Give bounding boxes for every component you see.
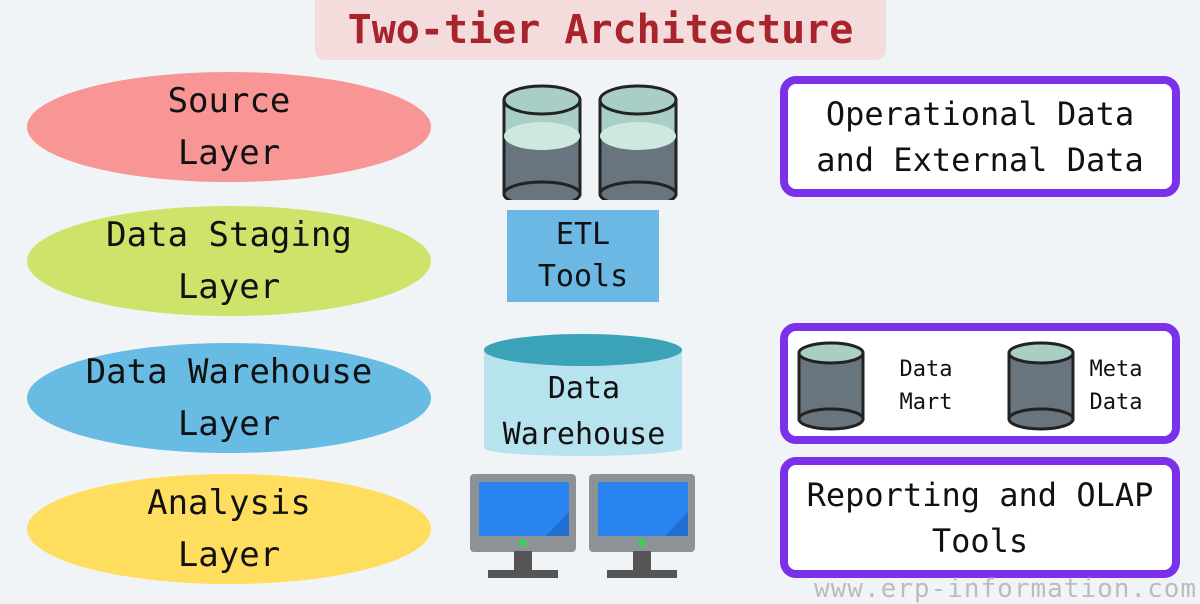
operational-data-box: Operational Data and External Data [780,76,1180,197]
layer-source-label: Source Layer [167,81,291,173]
layer-analysis: Analysis Layer [27,474,431,584]
data-warehouse-cylinder-icon [484,334,682,456]
monitor-icon [589,474,695,578]
data-mart-meta-box: Data Mart Meta Data [780,323,1180,444]
page-title: Two-tier Architecture [347,7,854,53]
database-icon [502,84,582,200]
layer-warehouse-label: Data Warehouse Layer [85,352,373,444]
monitors-icon [470,474,695,578]
data-mart-label: Data Mart [899,357,953,415]
meta-data-label: Meta Data [1089,357,1143,415]
data-mart-database-icon [797,341,865,431]
title-banner: Two-tier Architecture [315,0,886,60]
layer-staging-label: Data Staging Layer [106,215,352,307]
layer-warehouse: Data Warehouse Layer [27,343,431,453]
etl-tools-box: ETL Tools [507,210,659,302]
meta-data-database-icon [1007,341,1075,431]
reporting-olap-box: Reporting and OLAP Tools [780,457,1180,578]
reporting-olap-label: Reporting and OLAP Tools [806,475,1154,560]
source-databases-icon [502,84,678,200]
data-warehouse-label: Data Warehouse [502,371,666,452]
database-icon [598,84,678,200]
footer-watermark: www.erp-information.com [814,574,1198,604]
monitor-icon [470,474,576,578]
layer-source: Source Layer [27,72,431,182]
layer-analysis-label: Analysis Layer [147,483,311,575]
layer-staging: Data Staging Layer [27,206,431,316]
etl-tools-label: ETL Tools [537,217,629,294]
operational-data-label: Operational Data and External Data [816,94,1144,179]
